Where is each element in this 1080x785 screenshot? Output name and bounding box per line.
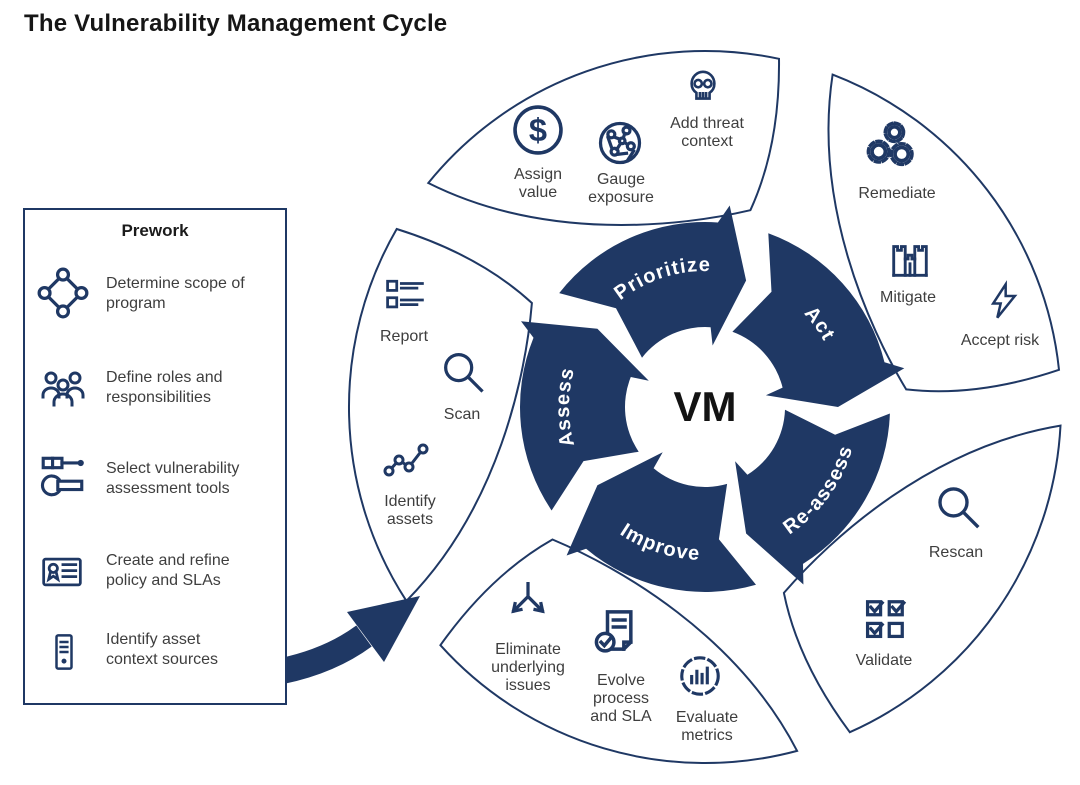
cycle-arrow-re-assess: [735, 409, 890, 585]
cycle-arrow-ring: [519, 205, 905, 592]
assign-value-dollar-icon: $: [513, 105, 563, 155]
activity-label-eliminate-issues: Eliminate underlying issues: [491, 640, 565, 695]
mitigate-fortress-icon: [892, 245, 928, 277]
activity-label-accept-risk: Accept risk: [960, 331, 1040, 349]
prework-title: Prework: [121, 221, 189, 240]
activity-label-gauge-exposure: Gauge exposure: [588, 170, 654, 206]
activity-label-remediate: Remediate: [858, 184, 936, 202]
identify-assets-icon: [383, 443, 429, 477]
prework-item-label: Identify asset context sources: [106, 631, 219, 668]
phase-label-assess: Assess: [552, 365, 579, 449]
activity-label-rescan: Rescan: [928, 543, 984, 561]
activity-label-report: Report: [379, 327, 429, 345]
validate-checkboxes-icon: [865, 600, 907, 639]
svg-text:$: $: [529, 111, 547, 148]
evolve-process-icon: [594, 610, 633, 653]
page-title: The Vulnerability Management Cycle: [24, 10, 448, 37]
scan-magnifier-icon: [444, 352, 484, 393]
assessment-tools-icon: [40, 456, 84, 497]
activity-label-evolve-process: Evolve process and SLA: [590, 671, 652, 726]
petal-prioritize: [426, 50, 781, 226]
activity-label-add-threat-context: Add threat context: [670, 114, 744, 150]
rescan-magnifier-icon: [938, 487, 980, 529]
accept-risk-bolt-icon: [990, 280, 1018, 319]
evaluate-metrics-icon: [680, 656, 720, 696]
prework-item-label: Define roles and responsibilities: [106, 369, 223, 406]
activity-label-mitigate: Mitigate: [879, 288, 937, 306]
prework-to-cycle-arrow: [279, 596, 420, 684]
threat-skull-icon: [690, 70, 716, 100]
petal-assess: [347, 227, 533, 603]
prework-item-label: Determine scope of program: [106, 275, 245, 312]
prework-item-label: Create and refine policy and SLAs: [106, 552, 230, 589]
prework-item-label: Select vulnerability assessment tools: [106, 460, 240, 497]
activity-label-assign-value: Assign value: [513, 165, 563, 201]
cycle-arrow-assess: [519, 321, 649, 511]
asset-context-icon: [55, 634, 73, 670]
activity-label-scan: Scan: [443, 405, 481, 423]
activity-label-evaluate-metrics: Evaluate metrics: [675, 708, 739, 744]
report-icon: [386, 279, 424, 309]
activity-label-validate: Validate: [855, 651, 913, 669]
gauge-exposure-globe-icon: [598, 121, 642, 165]
petal-re-assess: [782, 424, 1062, 734]
prework-panel: [23, 208, 287, 705]
cycle-arrow-prioritize: [559, 205, 747, 358]
cycle-arrow-improve: [566, 452, 756, 592]
cycle-center-label: VM: [674, 383, 737, 430]
activity-label-identify-assets: Identify assets: [384, 492, 436, 528]
eliminate-issues-icon: [511, 581, 545, 614]
remediate-gears-icon: [866, 121, 914, 167]
scope-network-icon: [37, 267, 89, 319]
policy-sla-icon: [42, 557, 82, 587]
cycle-arrow-act: [732, 233, 905, 407]
team-roles-icon: [41, 371, 85, 407]
